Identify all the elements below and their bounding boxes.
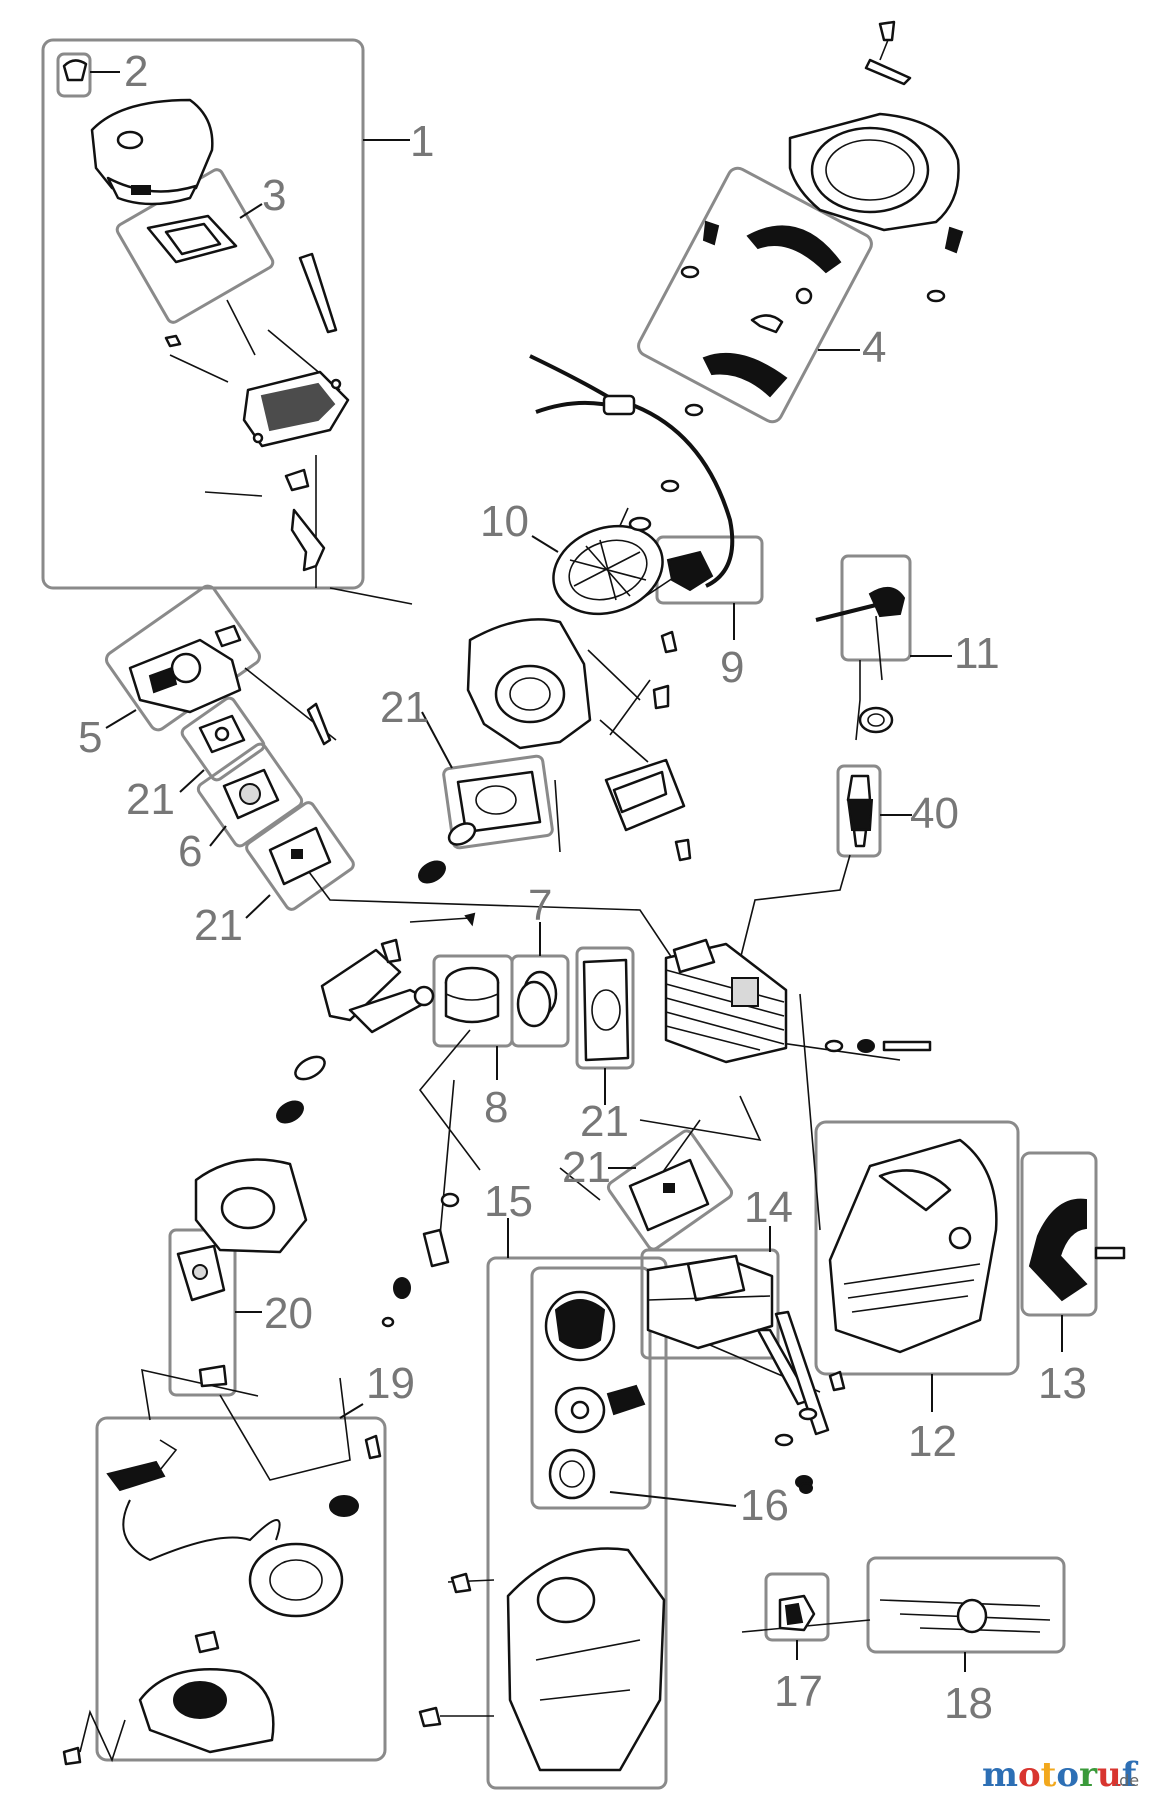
label-2: 2 xyxy=(124,47,148,96)
leader-21a xyxy=(179,769,205,793)
leader-21b xyxy=(245,894,271,919)
air-filter-base xyxy=(164,252,350,448)
label-21-d: 21 xyxy=(580,1097,629,1146)
label-13: 13 xyxy=(1038,1359,1087,1408)
air-filter-cover xyxy=(90,98,214,206)
tank-seal xyxy=(548,1448,596,1500)
label-14: 14 xyxy=(744,1183,793,1232)
label-18: 18 xyxy=(944,1679,993,1728)
watermark-letter: r xyxy=(1079,1755,1098,1795)
label-19: 19 xyxy=(366,1359,415,1408)
recoil-starter xyxy=(62,1434,382,1766)
engine-cover xyxy=(828,1138,998,1392)
label-8: 8 xyxy=(484,1083,508,1132)
crankcase-20 xyxy=(176,1158,308,1388)
watermark-brand: motoruf xyxy=(982,1755,1139,1795)
piston-rings xyxy=(516,970,558,1028)
label-7: 7 xyxy=(528,881,552,930)
fuel-lines-18 xyxy=(879,1598,1051,1634)
fuel-filter xyxy=(554,1384,646,1434)
piston xyxy=(444,966,500,1024)
ignition-module xyxy=(529,354,735,592)
watermark-logo: motoruf .de xyxy=(982,1755,1139,1795)
watermark-letter: f xyxy=(1122,1755,1139,1795)
piston-pin xyxy=(381,1192,460,1328)
label-5: 5 xyxy=(78,713,102,762)
label-9: 9 xyxy=(720,643,744,692)
group-box-16 xyxy=(530,1266,652,1510)
label-21-c: 21 xyxy=(194,901,243,950)
fuel-cap xyxy=(544,1290,616,1362)
fuel-filter-17 xyxy=(778,1594,816,1632)
leader-3 xyxy=(239,203,263,219)
group-box-6 xyxy=(196,742,304,848)
label-20: 20 xyxy=(264,1289,313,1338)
group-box-13 xyxy=(1020,1151,1098,1317)
watermark-letter: u xyxy=(1097,1755,1122,1795)
label-11: 11 xyxy=(954,629,1000,678)
spark-plug xyxy=(846,774,874,848)
leader-16 xyxy=(609,1491,737,1507)
group-box-21b xyxy=(245,801,355,911)
gasket-21c xyxy=(456,770,542,834)
label-21-a: 21 xyxy=(380,683,429,732)
group-box-21a xyxy=(180,696,266,782)
handle-pad xyxy=(1028,1198,1126,1302)
choke-lever xyxy=(284,468,326,572)
watermark-letter: o xyxy=(1056,1755,1079,1795)
carburetor xyxy=(128,624,242,714)
label-4: 4 xyxy=(862,323,886,372)
flywheel xyxy=(552,479,680,654)
label-40: 40 xyxy=(910,789,959,838)
group-box-12 xyxy=(814,1120,1020,1376)
label-3: 3 xyxy=(262,171,286,220)
label-17: 17 xyxy=(774,1667,823,1716)
label-1: 1 xyxy=(410,117,434,166)
gasket-21b xyxy=(268,826,332,886)
watermark-letter: o xyxy=(1018,1755,1041,1795)
heat-deflector xyxy=(604,684,692,862)
leader-6 xyxy=(209,825,227,847)
label-10: 10 xyxy=(480,497,529,546)
gasket-21e xyxy=(628,1158,710,1232)
label-15: 15 xyxy=(484,1177,533,1226)
group-box-2 xyxy=(56,52,92,98)
clutch-housing xyxy=(788,20,960,232)
label-21-b: 21 xyxy=(126,775,175,824)
crankshaft xyxy=(276,822,477,1124)
group-box-4 xyxy=(637,166,873,424)
crankcase-half xyxy=(466,618,592,750)
screw-carb xyxy=(306,702,332,746)
clutch-shoes xyxy=(680,220,964,417)
group-box-19 xyxy=(95,1416,387,1762)
leader-10 xyxy=(531,535,559,553)
watermark-suffix: .de xyxy=(1114,1771,1139,1790)
cylinder xyxy=(664,938,932,1064)
leader-5 xyxy=(105,709,137,729)
gasket-21a xyxy=(198,714,246,754)
group-box-21e xyxy=(606,1129,734,1251)
muffler xyxy=(646,1254,830,1494)
watermark-letter: t xyxy=(1041,1755,1057,1795)
air-filter-knob xyxy=(62,59,88,82)
group-box-14 xyxy=(640,1248,780,1360)
label-6: 6 xyxy=(178,827,202,876)
label-16: 16 xyxy=(740,1481,789,1530)
watermark-letter: m xyxy=(982,1755,1018,1795)
gasket-21d xyxy=(582,958,630,1062)
group-box-40 xyxy=(836,764,882,858)
group-box-11 xyxy=(840,554,912,662)
group-box-21c xyxy=(442,754,554,850)
label-21-e: 21 xyxy=(562,1143,611,1192)
group-box-15 xyxy=(486,1256,668,1790)
fuel-tank xyxy=(418,1547,666,1772)
insulator-block xyxy=(222,768,280,820)
air-filter-element xyxy=(146,214,238,264)
leader-21c xyxy=(421,711,453,769)
label-12: 12 xyxy=(908,1417,957,1466)
spark-plug-cap xyxy=(815,587,906,734)
